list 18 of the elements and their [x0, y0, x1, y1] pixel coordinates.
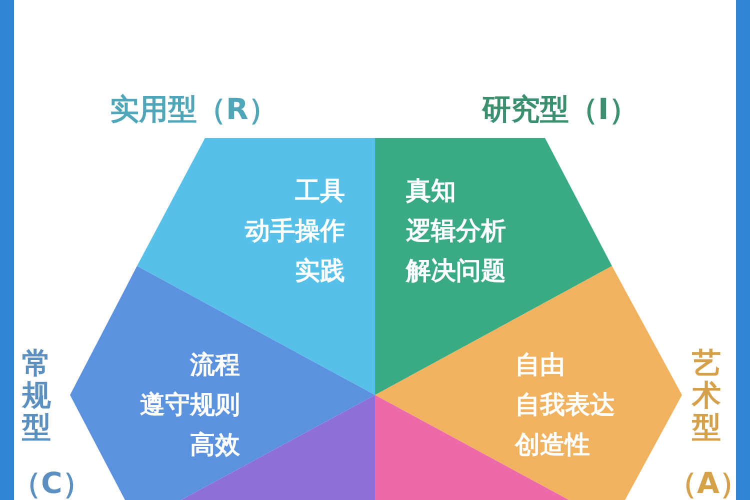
- trait-text: 创造性: [515, 430, 590, 460]
- type-heading: （C）: [12, 466, 92, 500]
- trait-text: 自我表达: [515, 390, 615, 420]
- trait-text: 实践: [295, 256, 345, 286]
- trait-text: 流程: [190, 350, 240, 380]
- type-heading: 实用型（R）: [110, 92, 278, 126]
- type-heading: 常规型: [22, 348, 51, 444]
- trait-text: 遵守规则: [140, 390, 240, 420]
- trait-text: 工具: [295, 176, 345, 206]
- trait-text: 真知: [406, 176, 456, 206]
- type-heading: 艺术型: [692, 348, 721, 444]
- trait-text: 解决问题: [406, 256, 506, 286]
- trait-text: 高效: [190, 430, 240, 460]
- trait-text: 逻辑分析: [406, 216, 506, 246]
- trait-text: 自由: [515, 350, 565, 380]
- trait-text: 动手操作: [245, 216, 345, 246]
- type-heading: （A）: [668, 466, 748, 500]
- type-heading: 研究型（I）: [482, 92, 638, 126]
